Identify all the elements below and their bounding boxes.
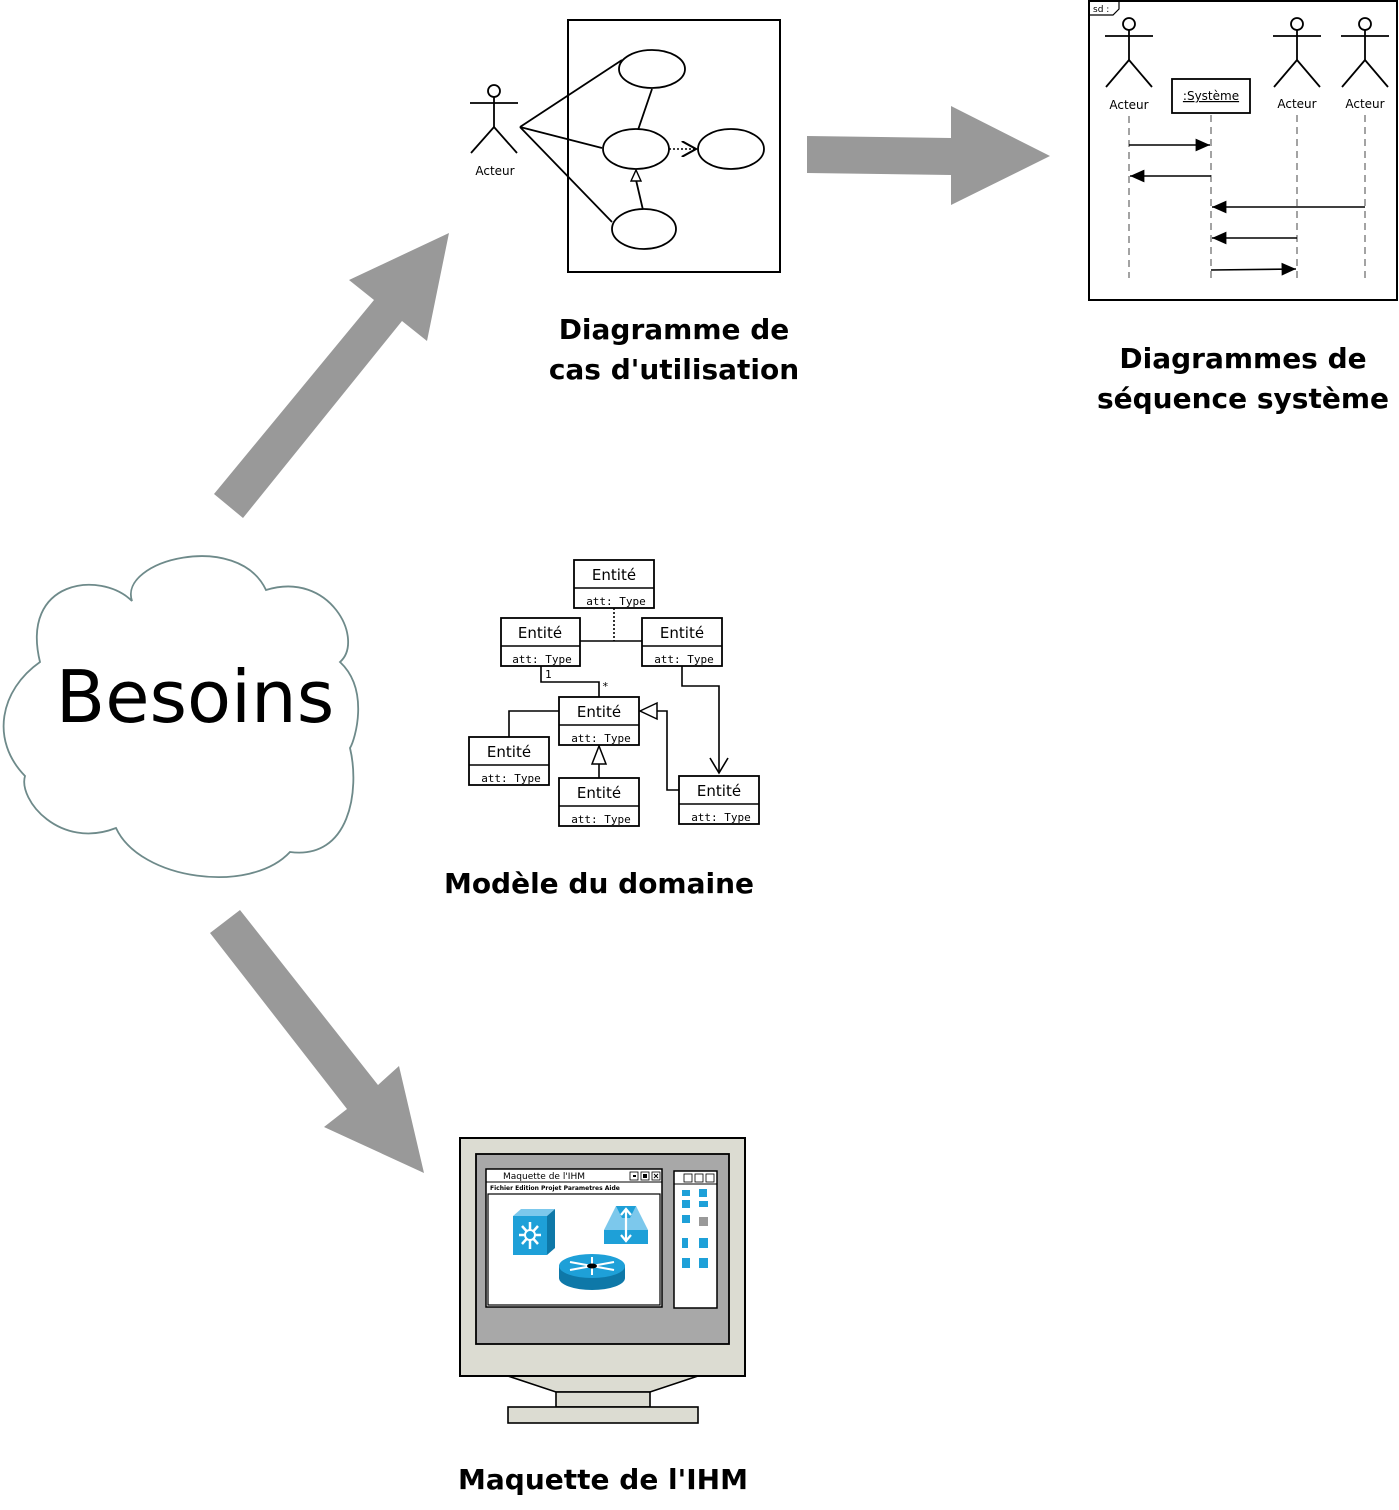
- svg-text:Entité: Entité: [577, 703, 621, 721]
- monitor-icon: Maquette de l'IHM Fichier Edition Projet…: [459, 1137, 746, 1424]
- entity-box: Entité att: Type: [573, 559, 655, 609]
- use-case-caption-line2: cas d'utilisation: [549, 353, 799, 386]
- sequence-actor-label: Acteur: [1277, 97, 1316, 111]
- actor-icon: [470, 84, 518, 154]
- sequence-actor-label: Acteur: [1109, 98, 1148, 112]
- network-switch-icon: [513, 1209, 555, 1255]
- actor-icon: [1341, 17, 1389, 88]
- svg-text:Entité: Entité: [660, 624, 704, 642]
- use-case-ellipse: [602, 128, 670, 170]
- arrow-to-sequence: [807, 106, 1050, 205]
- use-case-diagram: Acteur: [470, 19, 781, 273]
- svg-text:Entité: Entité: [592, 566, 636, 584]
- arrow-to-use-case: [214, 233, 449, 518]
- mockup-palette: [673, 1170, 718, 1309]
- network-multilayer-switch-icon: [604, 1206, 648, 1244]
- domain-caption: Modèle du domaine: [444, 867, 754, 900]
- mockup-window-title: Maquette de l'IHM: [503, 1172, 585, 1182]
- sequence-system-label: :Système: [1183, 89, 1239, 103]
- mockup-window: Maquette de l'IHM Fichier Edition Projet…: [485, 1168, 663, 1308]
- multiplicity-many: *: [602, 680, 609, 693]
- mockup-menu-bar: Fichier Edition Projet Parametres Aide: [490, 1185, 620, 1192]
- svg-text:att: Type: att: Type: [481, 772, 541, 785]
- svg-text:att: Type: att: Type: [586, 595, 646, 608]
- use-case-ellipse: [618, 49, 686, 89]
- arrow-to-ihm: [210, 910, 424, 1173]
- entity-box: Entité att: Type: [678, 775, 760, 825]
- entity-box: Entité att: Type: [500, 617, 581, 667]
- sequence-caption-line1: Diagrammes de: [1119, 342, 1366, 375]
- network-router-icon: [559, 1254, 625, 1290]
- needs-cloud: Besoins: [2, 555, 360, 878]
- svg-text:att: Type: att: Type: [512, 653, 572, 666]
- ihm-caption: Maquette de l'IHM: [458, 1463, 748, 1496]
- cloud-label: Besoins: [56, 655, 334, 739]
- svg-text:att: Type: att: Type: [571, 732, 631, 745]
- entity-box: Entité att: Type: [641, 617, 723, 667]
- svg-text:att: Type: att: Type: [571, 813, 631, 826]
- entity-box: Entité att: Type: [468, 736, 550, 786]
- use-case-ellipse: [697, 128, 765, 170]
- use-case-ellipse: [611, 208, 677, 250]
- use-case-actor-label: Acteur: [475, 164, 514, 178]
- svg-text:Entité: Entité: [487, 743, 531, 761]
- svg-text:Entité: Entité: [518, 624, 562, 642]
- svg-text:Entité: Entité: [577, 784, 621, 802]
- sequence-actor-label: Acteur: [1345, 97, 1384, 111]
- svg-text:Entité: Entité: [697, 782, 741, 800]
- sequence-diagram: sd : Acteur :Système Acteur: [1088, 0, 1398, 301]
- entity-box: Entité att: Type: [558, 777, 640, 827]
- actor-icon: [1105, 17, 1153, 88]
- svg-text:att: Type: att: Type: [654, 653, 714, 666]
- sequence-caption-line2: séquence système: [1097, 382, 1389, 415]
- svg-text:att: Type: att: Type: [691, 811, 751, 824]
- multiplicity-one: 1: [545, 668, 552, 681]
- sequence-frame-tag: sd :: [1093, 5, 1109, 15]
- actor-icon: [1273, 17, 1321, 88]
- use-case-caption-line1: Diagramme de: [559, 313, 790, 346]
- domain-model: 1 * Entité att: Type Entité att: Type En…: [468, 559, 760, 827]
- entity-box: Entité att: Type: [558, 696, 640, 746]
